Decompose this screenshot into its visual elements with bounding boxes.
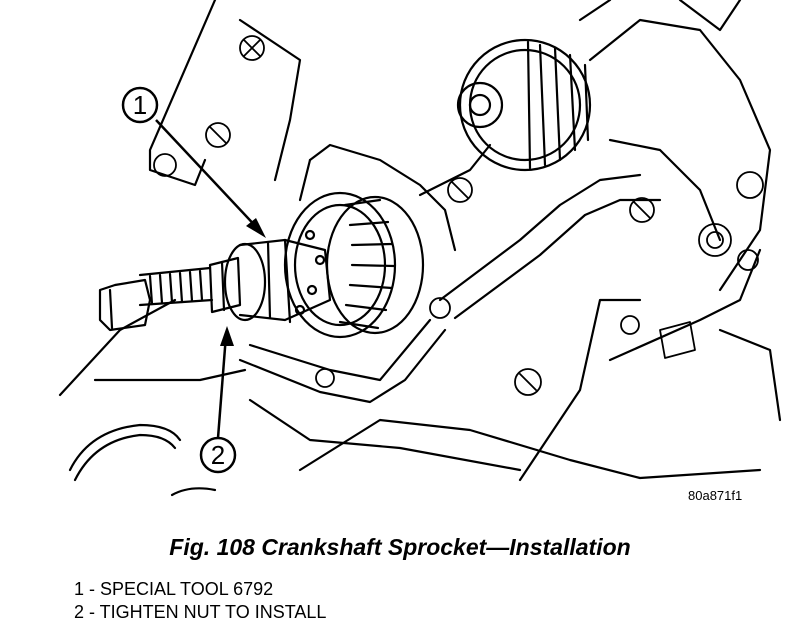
figure-id: 80a871f1 — [688, 488, 743, 503]
callout-2-leader — [199, 334, 237, 474]
legend-item: 2 - TIGHTEN NUT TO INSTALL — [74, 602, 327, 622]
figure-caption: Fig. 108 Crankshaft Sprocket—Installatio… — [169, 534, 631, 560]
callout-2-arrowhead — [220, 326, 234, 346]
callout-1-leader — [121, 86, 263, 234]
callout-1-arrowhead — [246, 218, 266, 238]
callout-1-number: 1 — [132, 90, 148, 120]
legend-item: 1 - SPECIAL TOOL 6792 — [74, 579, 274, 599]
legend: 1 - SPECIAL TOOL 6792 2 - TIGHTEN NUT TO… — [74, 578, 326, 624]
callout-2-number: 2 — [210, 440, 226, 470]
crankshaft-sprocket-illustration — [58, 0, 782, 497]
